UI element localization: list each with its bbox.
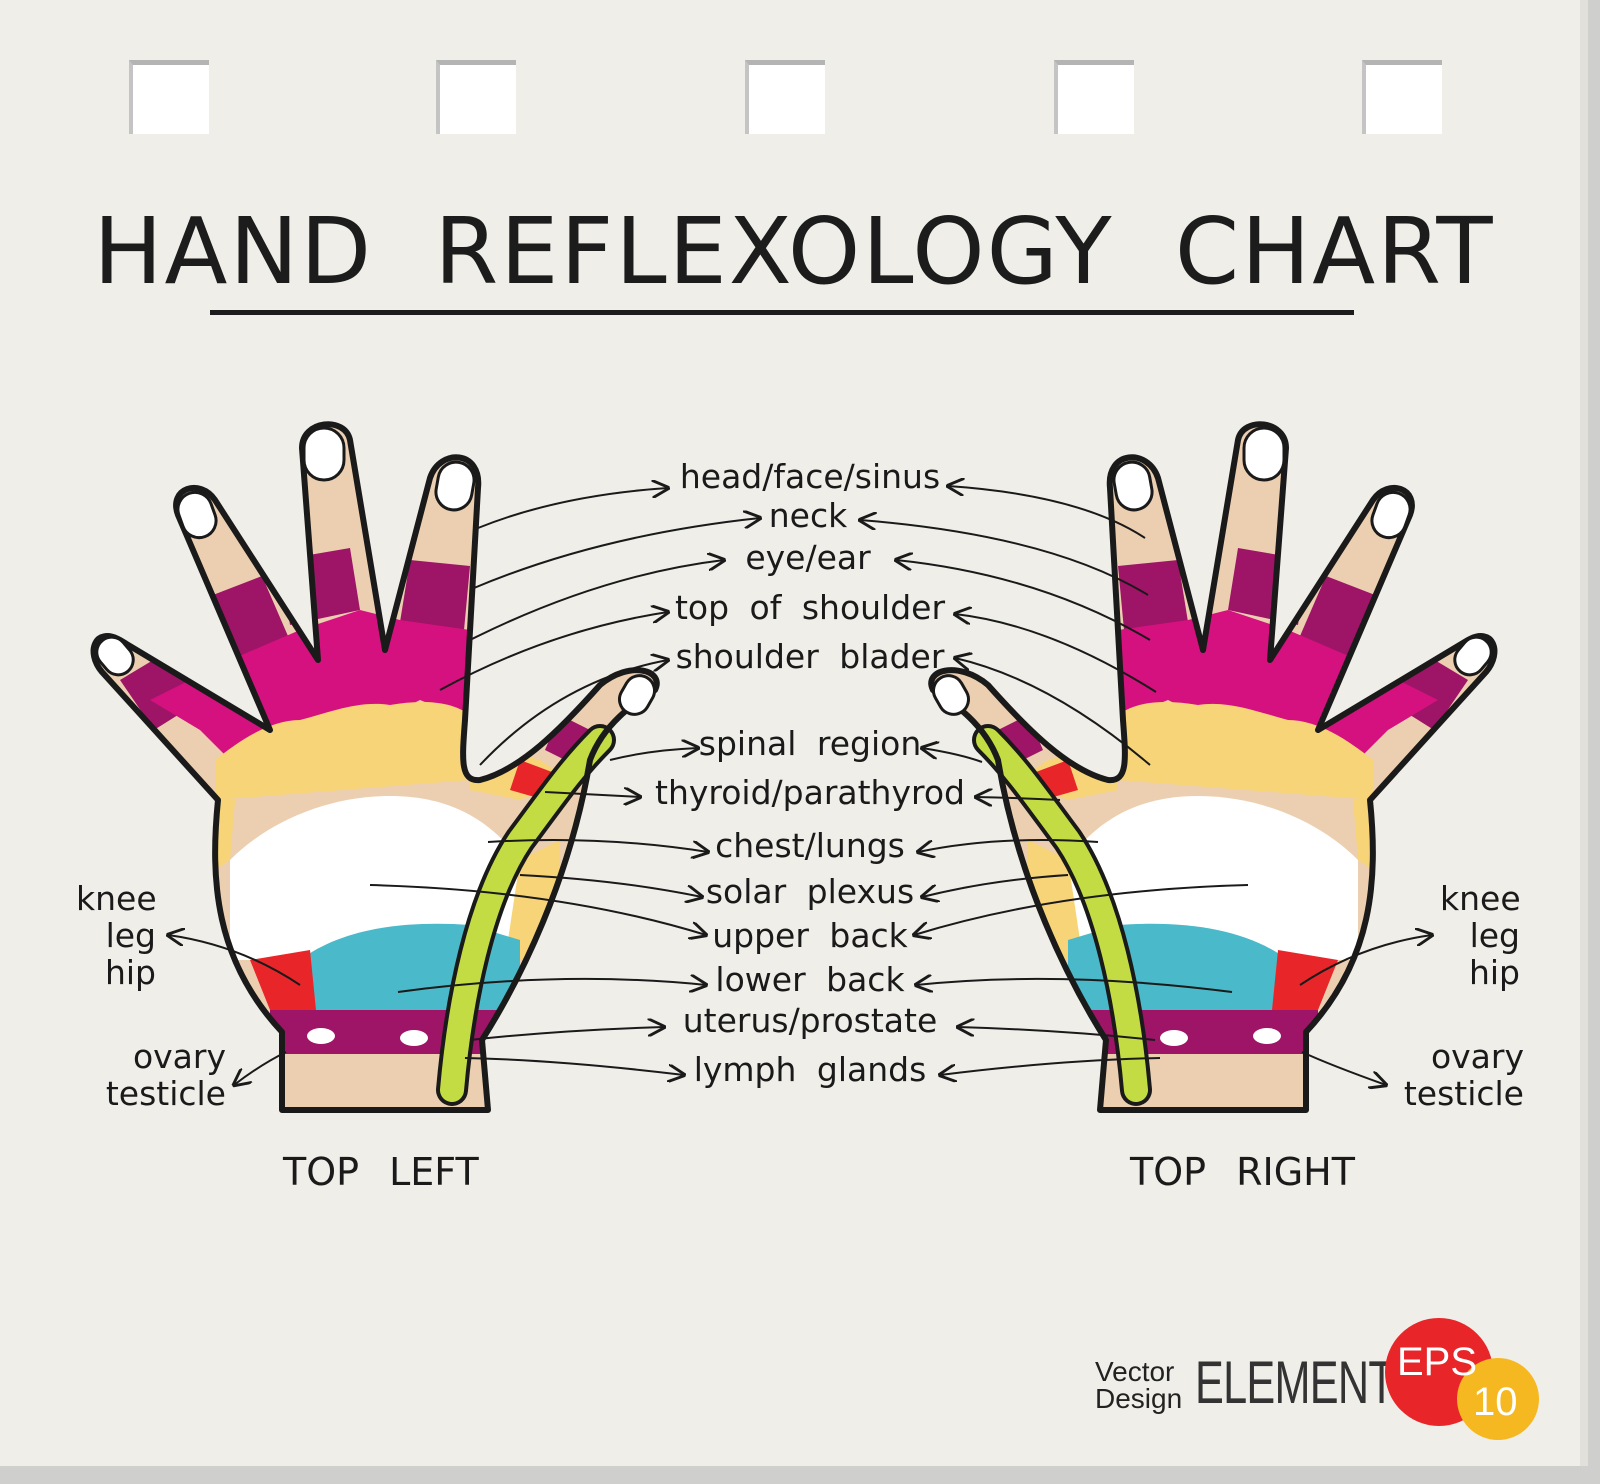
logo-element-word: ELEMENT: [1195, 1349, 1395, 1416]
caption-top-left: TOP LEFT: [283, 1150, 479, 1194]
label-lower-back: lower back: [715, 960, 905, 999]
label-lymph-glands: lymph glands: [693, 1050, 927, 1089]
label-head-face-sinus: head/face/sinus: [679, 457, 941, 496]
label-knee-leg-hip-right: knee leg hip: [1440, 879, 1521, 992]
label-shoulder-blader: shoulder blader: [675, 637, 945, 676]
binder-hole: [436, 60, 516, 134]
binder-hole: [1054, 60, 1134, 134]
caption-top-right: TOP RIGHT: [1130, 1150, 1355, 1194]
label-uterus-prostate: uterus/prostate: [682, 1001, 938, 1040]
right-hand: [908, 400, 1528, 1120]
label-thyroid-parathyrod: thyroid/parathyrod: [655, 773, 965, 812]
label-neck: neck: [768, 496, 848, 535]
left-hand: [60, 400, 680, 1120]
label-eye-ear: eye/ear: [745, 538, 871, 577]
eps-label: EPS: [1397, 1340, 1478, 1384]
label-knee-leg-hip-left: knee leg hip: [76, 879, 157, 992]
label-ovary-testicle-left: ovary testicle: [105, 1037, 226, 1113]
label-solar-plexus: solar plexus: [705, 872, 915, 911]
title-underline: [210, 310, 1354, 315]
binder-hole: [129, 60, 209, 134]
label-upper-back: upper back: [712, 916, 908, 955]
pointer-arrows: [168, 486, 1432, 1085]
page-title: HAND REFLEXOLOGY CHART: [93, 198, 1495, 305]
eps-version: 10: [1473, 1380, 1518, 1424]
label-chest-lungs: chest/lungs: [715, 826, 905, 865]
label-ovary-testicle-right: ovary testicle: [1403, 1037, 1524, 1113]
label-top-of-shoulder: top of shoulder: [674, 588, 946, 627]
eps-yellow-circle: [1457, 1358, 1539, 1440]
binder-hole: [745, 60, 825, 134]
binder-hole: [1362, 60, 1442, 134]
label-spinal-region: spinal region: [698, 724, 922, 763]
